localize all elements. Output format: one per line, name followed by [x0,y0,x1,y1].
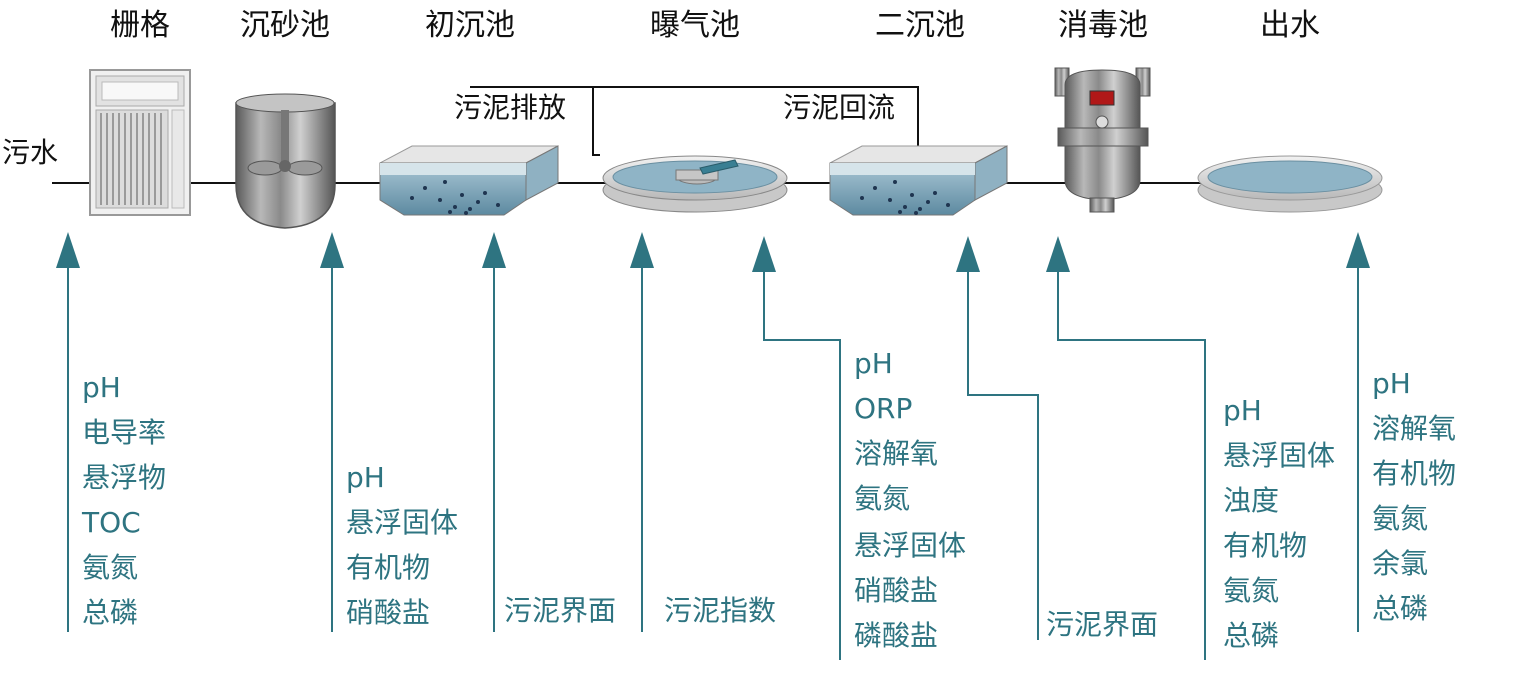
param-outlet-1: 溶解氧 [1372,412,1456,445]
arrow-head-primary [482,232,506,268]
stage-label-grit: 沉砂池 [240,8,330,43]
stage-label-secondary: 二沉池 [875,8,965,43]
stage-label-outlet: 出水 [1260,8,1320,43]
primary-clarifier-icon [379,145,559,216]
param-primary-0: 污泥界面 [504,594,616,627]
param-outlet-2: 有机物 [1372,457,1456,490]
arrow-head-disinfection [1046,236,1070,272]
param-outlet-0: pH [1372,367,1411,400]
param-inlet-4: 氨氮 [82,551,138,584]
arrow-head-outlet [1346,232,1370,268]
stage-label-primary: 初沉池 [425,8,515,43]
param-grit-2: 有机物 [346,551,430,584]
aeration-tank-icon [602,155,788,213]
sludge-return-label: 污泥回流 [783,91,895,124]
param-inlet-5: 总磷 [82,596,138,629]
arrow-head-aeration-left [630,232,654,268]
param-disinfection-4: 氨氮 [1223,574,1279,607]
arrow-head-aeration-right [752,236,776,272]
secondary-clarifier-icon [829,145,1008,216]
param-inlet-2: 悬浮物 [82,461,166,494]
stage-label-grille: 栅格 [110,8,170,43]
param-aeration-right-0: pH [854,347,893,380]
param-aeration-right-4: 悬浮固体 [854,529,966,562]
param-aeration-right-6: 磷酸盐 [854,619,938,652]
param-grit-0: pH [346,461,385,494]
param-aeration-right-5: 硝酸盐 [854,574,938,607]
disinfection-tank-icon [1054,67,1151,213]
param-aeration-right-1: ORP [854,392,912,425]
param-disinfection-0: pH [1223,394,1262,427]
param-outlet-4: 余氯 [1372,547,1428,580]
param-disinfection-2: 浊度 [1223,484,1279,517]
arrow-line-aeration-right [763,265,841,660]
arrow-line-disinfection [1057,265,1206,660]
outlet-basin-icon [1197,155,1383,213]
param-aeration-right-2: 溶解氧 [854,437,938,470]
stage-label-aeration: 曝气池 [650,8,740,43]
param-inlet-3: TOC [81,506,141,539]
param-outlet-3: 氨氮 [1372,502,1428,535]
inlet-label: 污水 [2,136,58,169]
param-aeration-left-0: 污泥指数 [664,594,776,627]
param-disinfection-1: 悬浮固体 [1223,439,1335,472]
param-disinfection-5: 总磷 [1223,619,1279,652]
arrow-head-grit [320,232,344,268]
grit-chamber-icon [235,93,336,229]
stage-label-disinfection: 消毒池 [1058,8,1148,43]
arrow-line-secondary [967,265,1039,640]
param-inlet-1: 电导率 [82,416,166,449]
param-aeration-right-3: 氨氮 [854,482,910,515]
sludge-discharge-label: 污泥排放 [454,91,566,124]
arrow-head-inlet [56,232,80,268]
param-grit-1: 悬浮固体 [346,506,458,539]
arrow-head-secondary [956,236,980,272]
param-grit-3: 硝酸盐 [346,596,430,629]
grille-icon [89,69,191,216]
param-secondary-0: 污泥界面 [1046,608,1158,641]
param-disinfection-3: 有机物 [1223,529,1307,562]
param-inlet-0: pH [82,371,121,404]
param-outlet-5: 总磷 [1372,592,1428,625]
